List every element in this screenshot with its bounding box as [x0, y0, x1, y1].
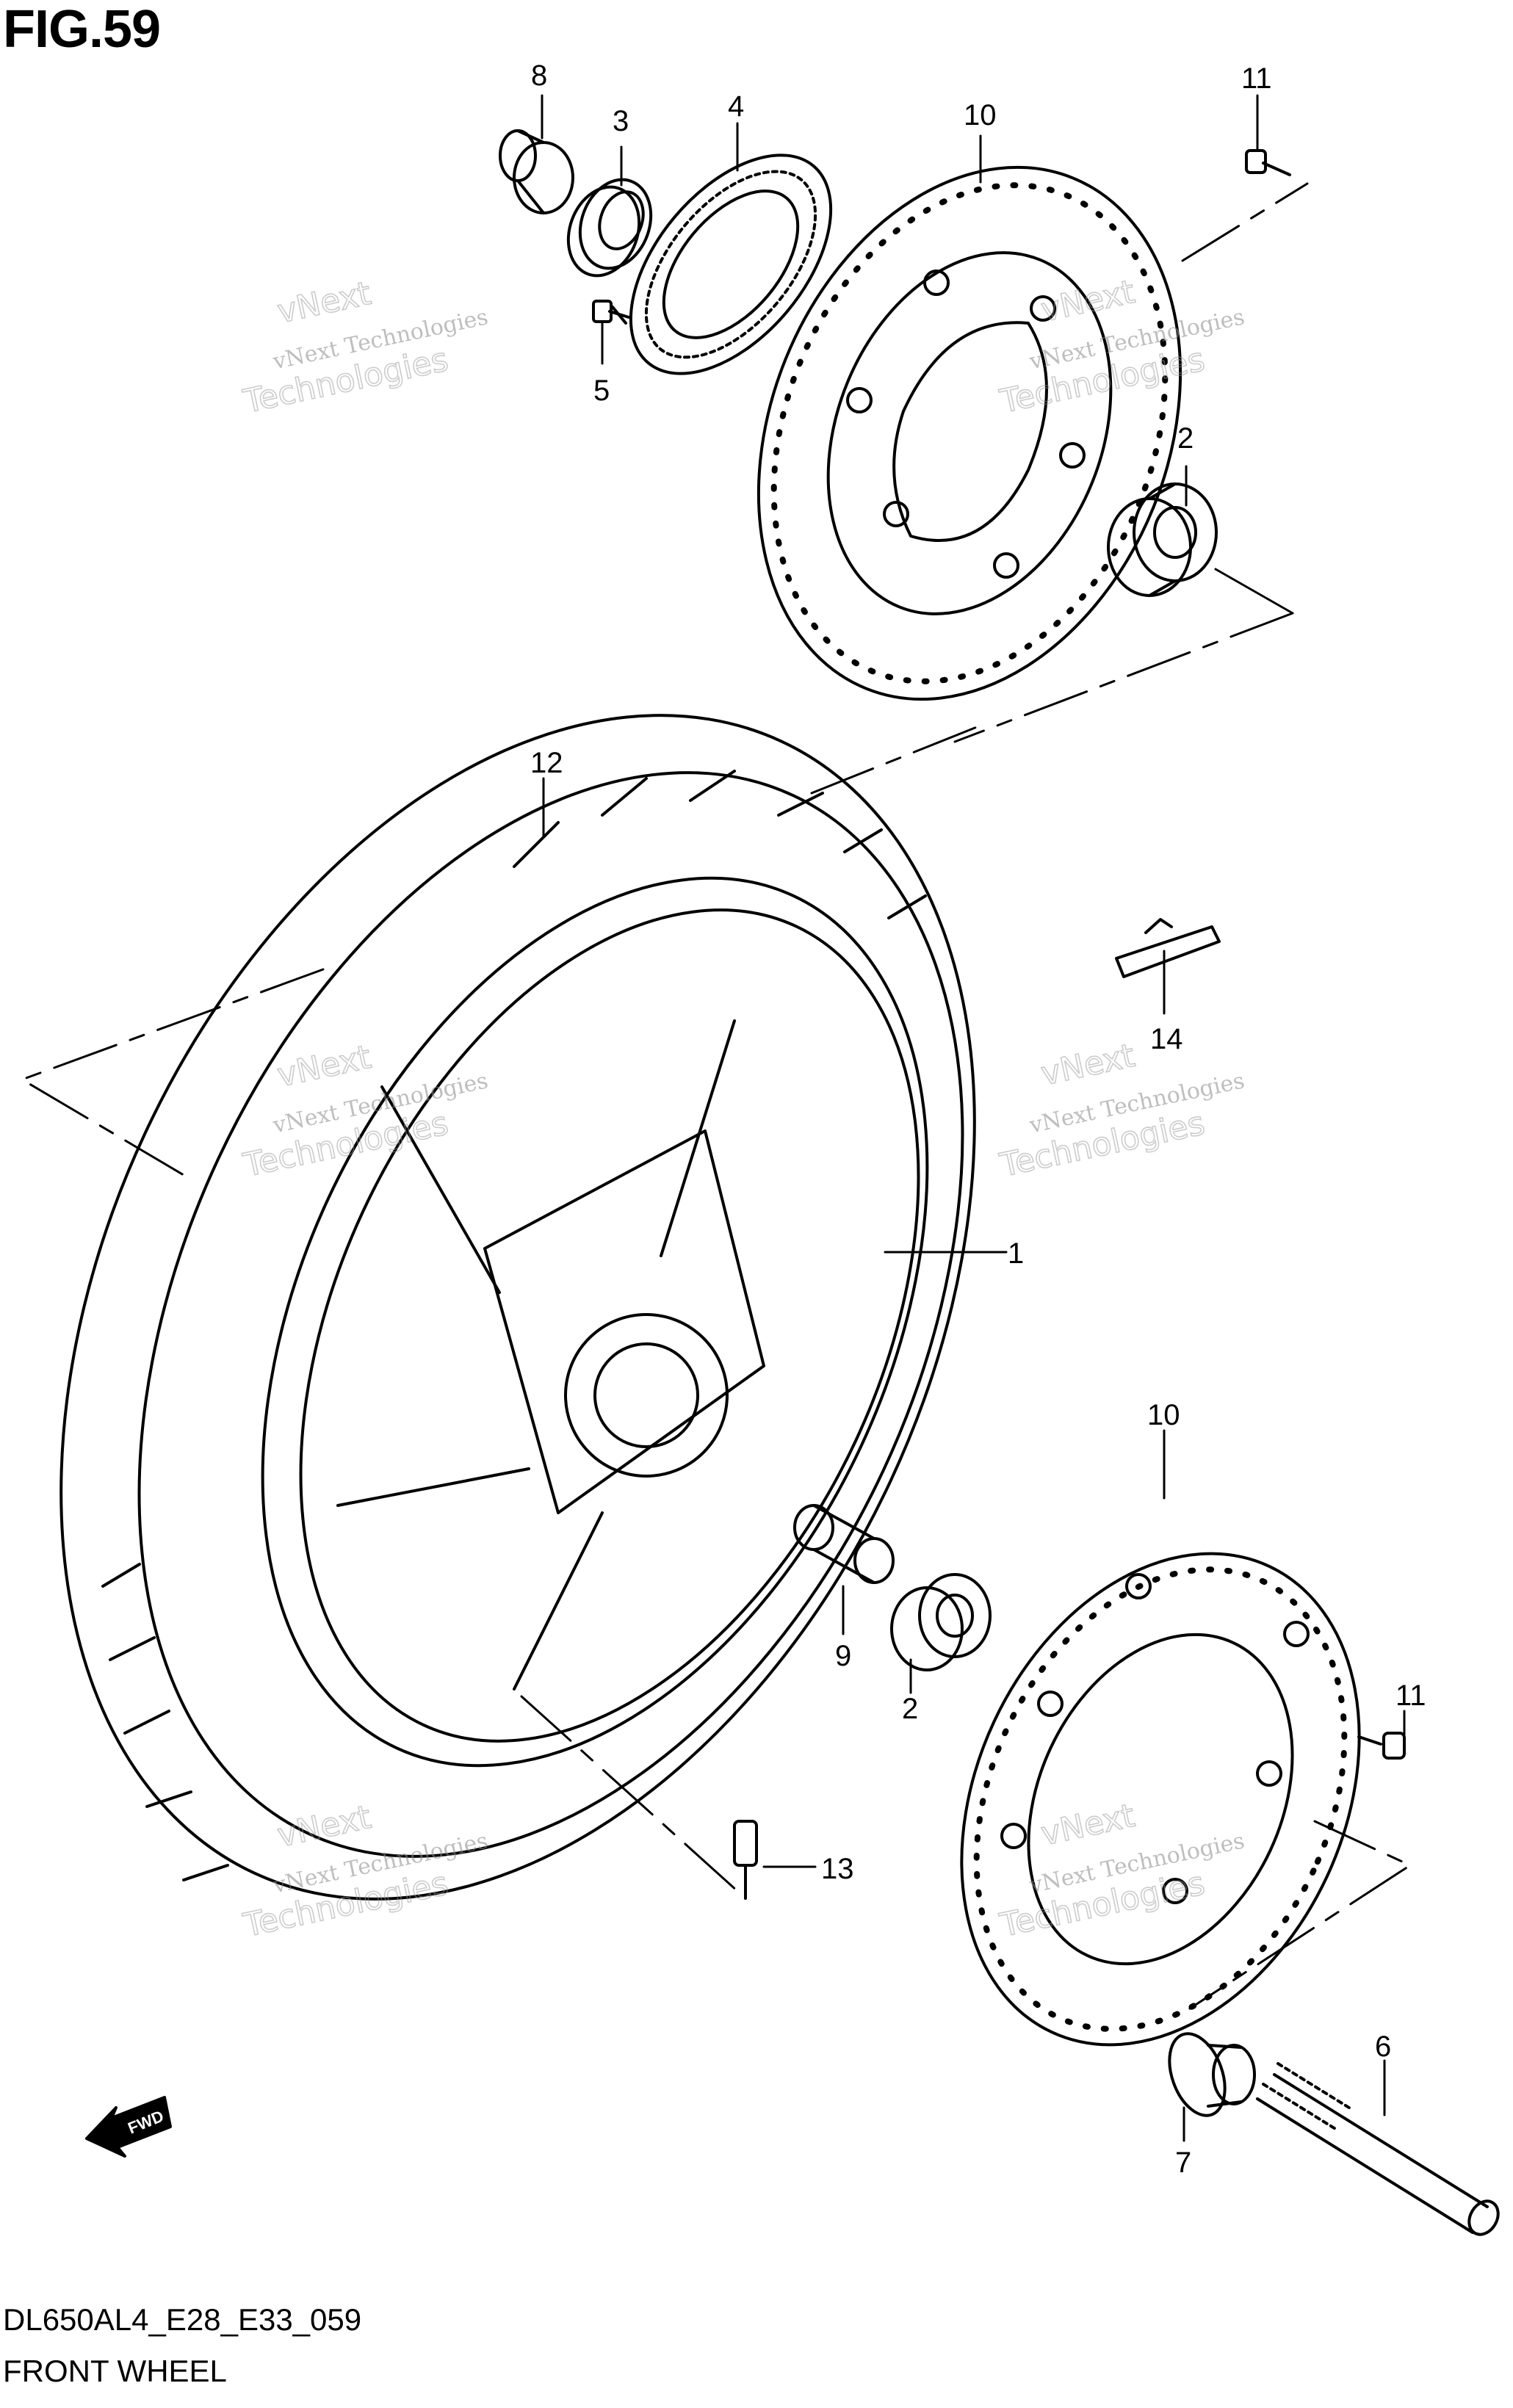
part-11-bolt-upper	[1245, 149, 1291, 176]
callout-3: 3	[613, 105, 629, 137]
fwd-arrow-icon	[85, 2096, 172, 2158]
watermark-text-top: vNext	[1038, 1037, 1138, 1093]
part-10-brake-disc-lower	[960, 1552, 1361, 2047]
callout-10-top: 10	[964, 99, 997, 131]
part-5-screw	[592, 300, 630, 325]
watermark-mid-left: vNext vNext Technologies Technologies	[239, 1038, 491, 1185]
part-12-tyre	[59, 714, 976, 1901]
watermark-top-right: vNext vNext Technologies Technologies	[996, 272, 1247, 422]
section-name: FRONT WHEEL	[3, 2354, 227, 2388]
callout-1: 1	[1008, 1237, 1024, 1270]
part-10-brake-disc-upper	[756, 165, 1182, 701]
part-3-oil-seal	[566, 178, 653, 278]
part-6-axle	[1256, 2062, 1500, 2236]
callout-5: 5	[593, 375, 610, 407]
part-14-balance-weight	[1115, 918, 1221, 978]
callout-labels: 8 3 4 10 11 5 2 12 14 1 10 9 2 11 13 6 7	[530, 59, 1426, 2179]
assembly-center-lines	[21, 182, 1412, 2010]
part-11-bolt-lower	[1357, 1732, 1406, 1760]
callout-2-top: 2	[1177, 422, 1194, 455]
callout-10-bottom: 10	[1147, 1399, 1180, 1431]
callout-12: 12	[530, 747, 563, 779]
watermark-text-top: vNext	[1038, 1797, 1138, 1854]
callout-7: 7	[1175, 2147, 1191, 2179]
callout-8: 8	[531, 59, 547, 92]
model-code: DL650AL4_E28_E33_059	[3, 2302, 362, 2337]
watermark-text-top: vNext	[1038, 273, 1138, 330]
watermark-text-top: vNext	[274, 1798, 374, 1855]
part-9-spacer	[793, 1504, 895, 1584]
watermark-text-top: vNext	[274, 275, 374, 331]
callout-9: 9	[835, 1640, 851, 1672]
callout-11-top: 11	[1241, 62, 1272, 95]
part-2-bearing-lower	[890, 1573, 992, 1671]
watermark-top-left: vNext vNext Technologies Technologies	[239, 274, 491, 422]
part-1-wheel-rim	[261, 876, 929, 1768]
callout-2-bottom: 2	[902, 1693, 918, 1725]
part-7-collar	[1168, 2032, 1256, 2117]
callout-4: 4	[728, 90, 744, 123]
part-4-sensor-ring	[629, 153, 833, 375]
figure-title: FIG.59	[3, 0, 161, 59]
callout-11-bottom: 11	[1395, 1680, 1426, 1712]
watermark-text-top: vNext	[274, 1038, 374, 1095]
part-2-bearing-upper	[1107, 482, 1218, 597]
callout-14: 14	[1150, 1023, 1183, 1055]
part-13-valve	[733, 1820, 758, 1900]
watermark-bottom-left: vNext vNext Technologies Technologies	[239, 1798, 491, 1945]
leader-lines	[541, 94, 1406, 2142]
callout-13: 13	[821, 1853, 854, 1885]
callout-6: 6	[1375, 2031, 1391, 2063]
part-8-collar	[499, 129, 574, 214]
watermark-mid-right: vNext vNext Technologies Technologies	[996, 1036, 1247, 1185]
watermark-bottom-right: vNext vNext Technologies Technologies	[996, 1796, 1247, 1945]
